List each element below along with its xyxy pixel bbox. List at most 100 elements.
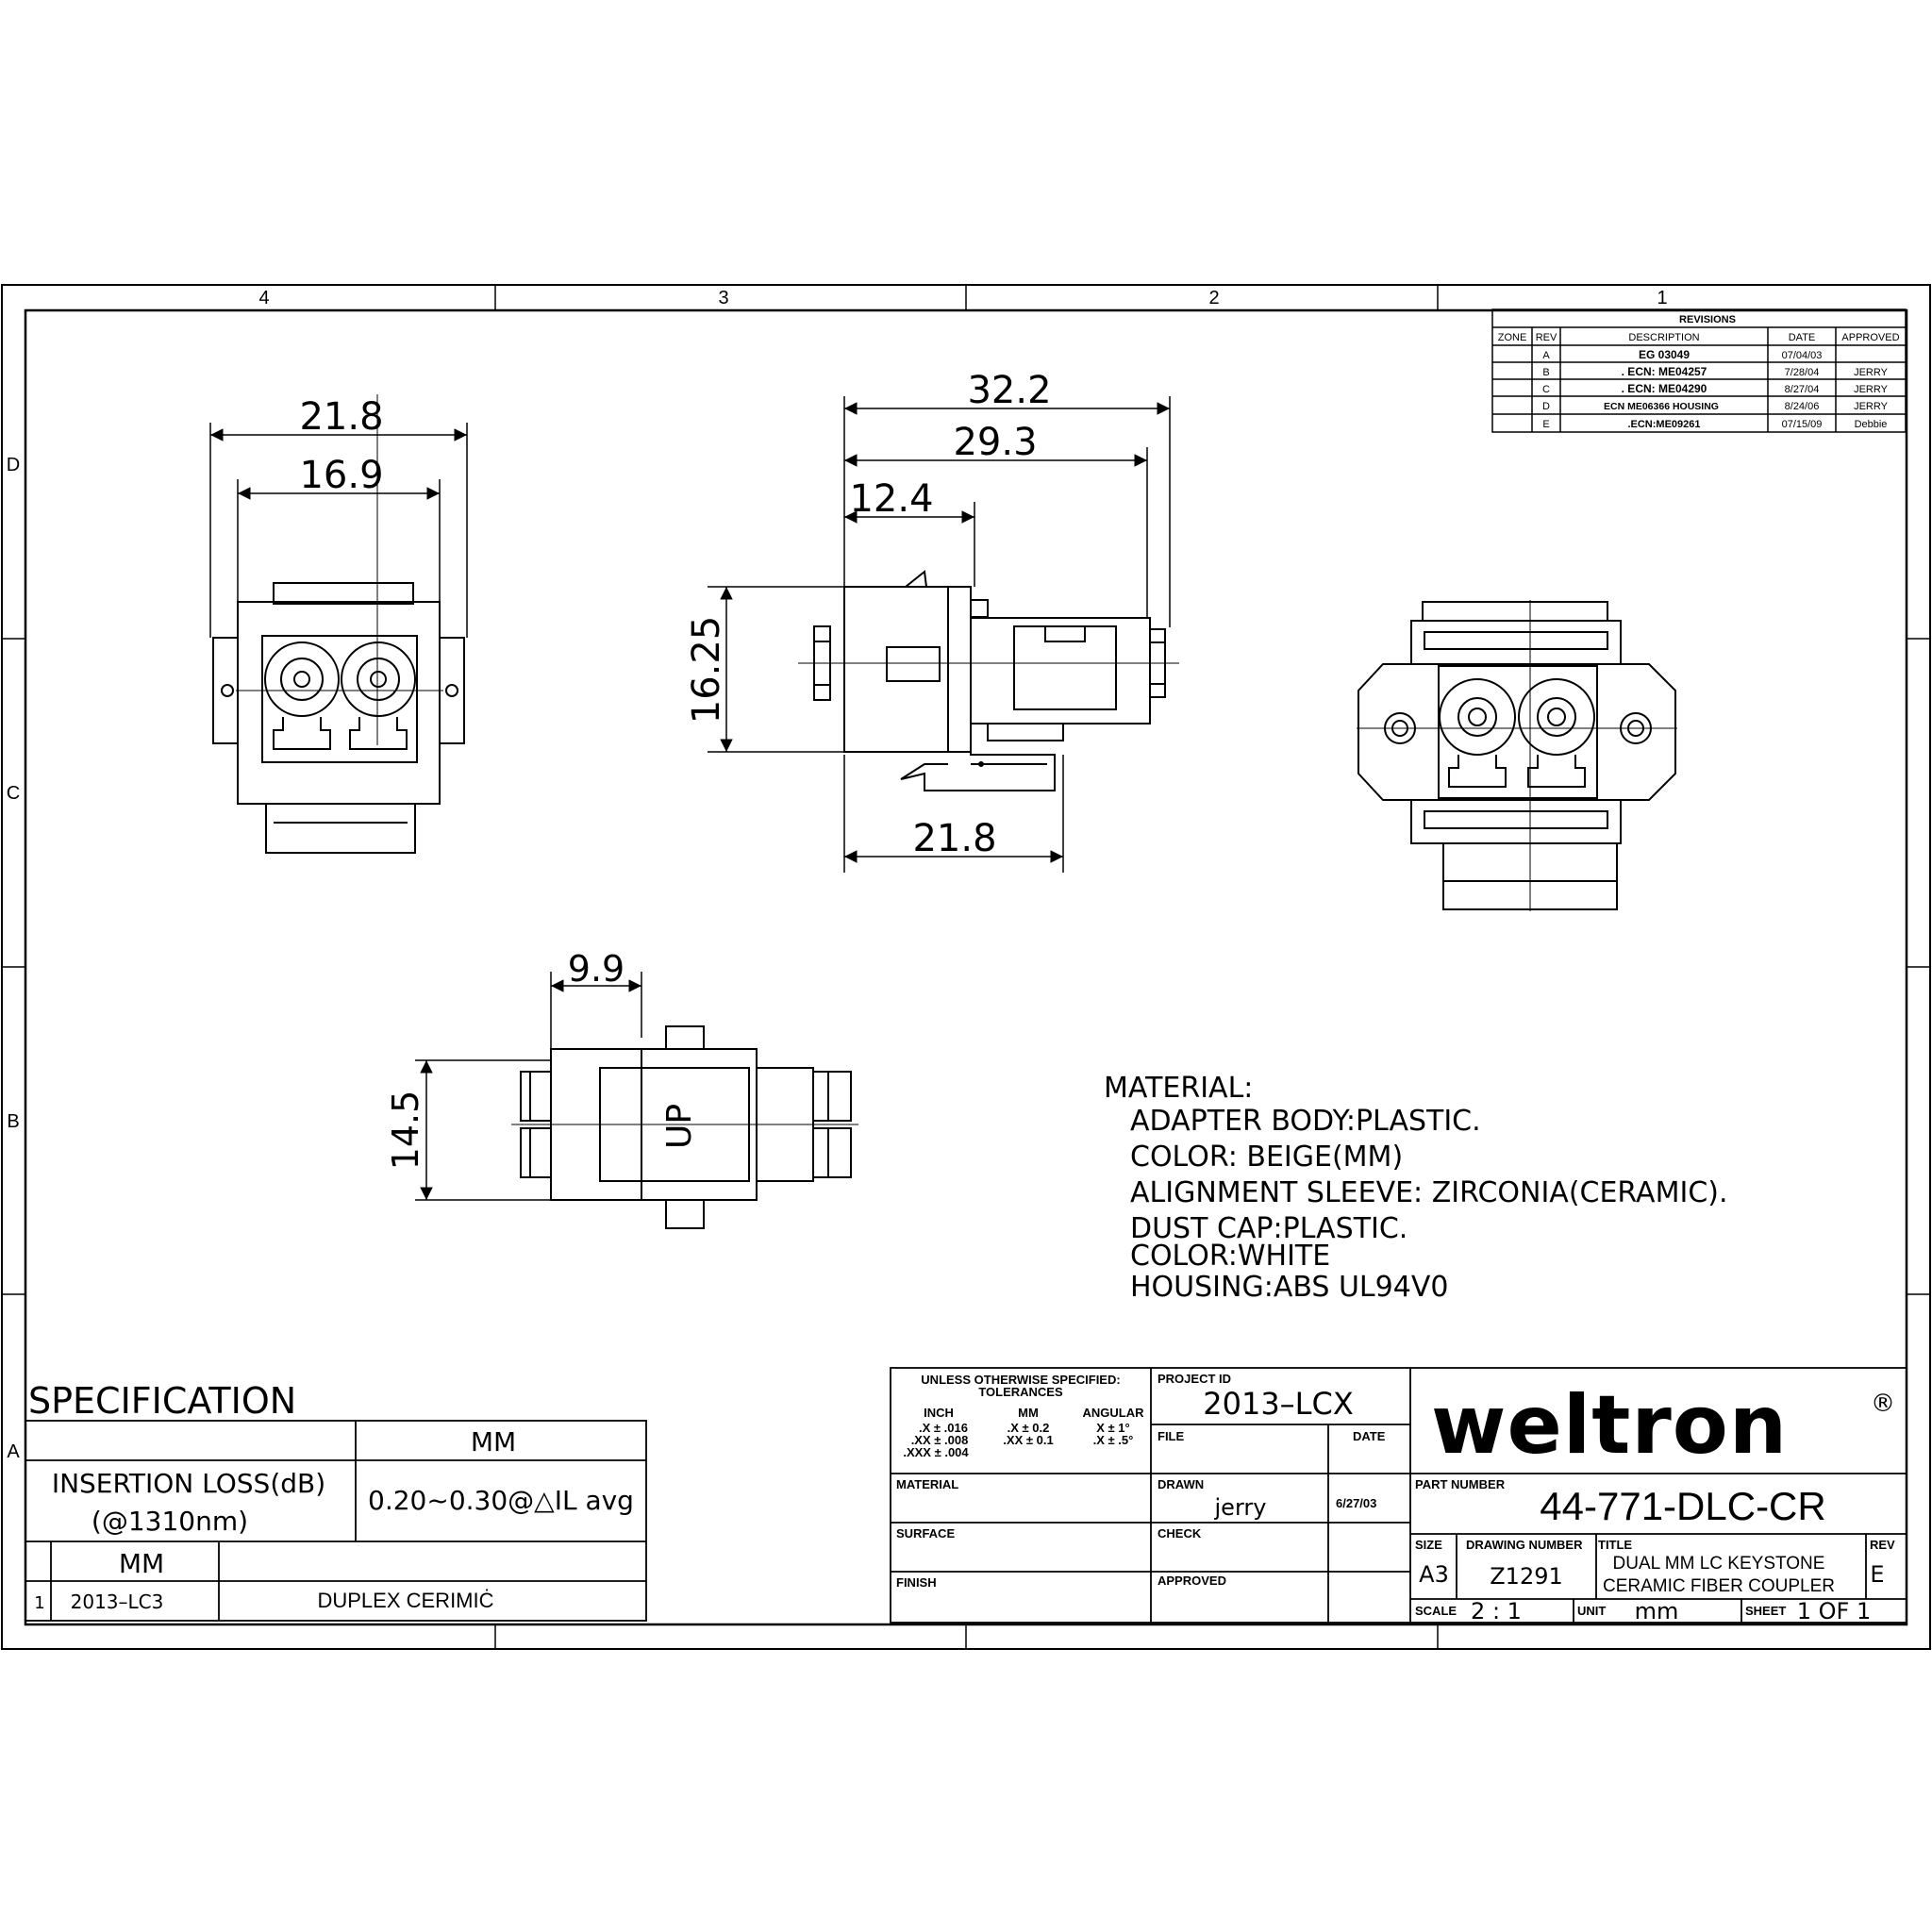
front-view-dimensions (209, 394, 468, 641)
rev-row-description: ECN ME06366 HOUSING (1604, 401, 1719, 412)
side-view (798, 570, 1179, 791)
spec-title: SPECIFICATION (28, 1380, 296, 1422)
zone-label-top-1: 1 (1657, 288, 1667, 308)
side-view-dimensions (708, 396, 1171, 873)
project-id: 2013–LCX (1203, 1386, 1354, 1422)
rev-row-date: 07/04/03 (1782, 350, 1823, 361)
tolerance-inch-value: .XXX ± .004 (903, 1445, 969, 1459)
title-line: DUAL MM LC KEYSTONE (1613, 1554, 1825, 1574)
rev-header-zone: ZONE (1498, 332, 1527, 343)
dim-top-height: 14.5 (385, 1091, 426, 1171)
drawn-by: jerry (1214, 1494, 1267, 1521)
rev-row-approved: JERRY (1854, 367, 1889, 378)
rev-header-description: DESCRIPTION (1628, 332, 1699, 343)
zone-label-top-2: 2 (1208, 288, 1219, 308)
revisions-table: REVISIONS ZONE REV DESCRIPTION DATE APPR… (1491, 308, 1907, 433)
size-label: SIZE (1415, 1538, 1442, 1552)
unit-value: mm (1635, 1598, 1679, 1624)
part-number: 44-771-DLC-CR (1540, 1484, 1825, 1528)
rev-row-rev: B (1542, 367, 1549, 378)
parts-header: MM (119, 1548, 164, 1579)
surface-label: SURFACE (896, 1526, 955, 1541)
rev-row-date: 07/15/09 (1782, 419, 1823, 430)
material-line: HOUSING:ABS UL94V0 (1130, 1271, 1448, 1304)
zone-label-side-d: D (7, 455, 20, 475)
drawn-date: 6/27/03 (1336, 1496, 1376, 1510)
rev-label: REV (1870, 1538, 1895, 1552)
title-line: CERAMIC FIBER COUPLER (1603, 1576, 1835, 1596)
tolerance-angular-label: ANGULAR (1083, 1406, 1145, 1420)
rev-value: E (1870, 1561, 1884, 1588)
front-view (212, 582, 465, 854)
tolerance-mm-value: .XX ± 0.1 (1003, 1433, 1053, 1447)
dim-front-outer-width: 21.8 (299, 395, 383, 439)
material-heading: MATERIAL: (1104, 1072, 1253, 1105)
dim-side-length-3: 12.4 (849, 477, 933, 521)
specification-table: SPECIFICATION MM INSERTION LOSS(dB) (@13… (25, 1380, 647, 1622)
title-label: TITLE (1598, 1538, 1632, 1552)
rev-row-description: EG 03049 (1639, 348, 1690, 361)
drawing-number: Z1291 (1490, 1563, 1563, 1590)
zone-label-side-b: B (7, 1111, 19, 1132)
scale-value: 2 : 1 (1471, 1598, 1522, 1624)
size-value: A3 (1419, 1561, 1449, 1588)
rev-row-rev: E (1542, 419, 1549, 430)
rev-row-description: . ECN: ME04257 (1622, 365, 1707, 378)
tolerance-heading: UNLESS OTHERWISE SPECIFIED: (921, 1373, 1120, 1387)
project-id-label: PROJECT ID (1158, 1372, 1231, 1386)
dim-side-length-2: 29.3 (953, 421, 1037, 464)
zone-label-top-4: 4 (258, 288, 269, 308)
registered-mark: ® (1871, 1390, 1895, 1418)
approved-label: APPROVED (1158, 1574, 1226, 1588)
spec-row-label: INSERTION LOSS(dB) (52, 1468, 325, 1499)
file-label: FILE (1158, 1429, 1184, 1443)
date-label: DATE (1353, 1429, 1386, 1443)
dim-front-inner-width: 16.9 (299, 454, 383, 497)
finish-label: FINISH (896, 1575, 937, 1590)
part-number-label: PART NUMBER (1415, 1477, 1506, 1491)
up-mark: UP (660, 1104, 699, 1149)
dim-side-total-length: 32.2 (967, 369, 1051, 412)
rev-row-rev: A (1542, 350, 1550, 361)
rev-row-description: . ECN: ME04290 (1622, 382, 1707, 395)
rear-view (1357, 600, 1677, 911)
zone-label-side-a: A (7, 1441, 20, 1462)
zone-label-side-c: C (7, 783, 20, 804)
top-view (511, 1025, 858, 1229)
title-block: UNLESS OTHERWISE SPECIFIED: TOLERANCES I… (890, 1367, 1907, 1624)
check-label: CHECK (1158, 1526, 1202, 1541)
drawing-frame (1, 284, 1931, 1650)
tolerance-inch-label: INCH (924, 1406, 954, 1420)
tolerance-inch-value: .X ± .016 (919, 1421, 968, 1435)
sheet-value: 1 OF 1 (1797, 1598, 1872, 1624)
rev-row-date: 8/24/06 (1785, 401, 1820, 412)
rev-row-approved: Debbie (1855, 419, 1888, 430)
material-line: COLOR:WHITE (1130, 1240, 1330, 1273)
rev-header-date: DATE (1789, 332, 1816, 343)
drawn-label: DRAWN (1158, 1477, 1204, 1491)
scale-label: SCALE (1415, 1604, 1457, 1618)
sheet-label: SHEET (1745, 1604, 1786, 1618)
material-line: COLOR: BEIGE(MM) (1130, 1141, 1403, 1174)
part-item-number: 1 (34, 1593, 44, 1613)
tolerance-mm-label: MM (1018, 1406, 1039, 1420)
material-notes: MATERIAL: ADAPTER BODY:PLASTIC. COLOR: B… (1104, 1072, 1728, 1304)
rev-header-approved: APPROVED (1841, 332, 1899, 343)
rev-row-approved: JERRY (1854, 401, 1889, 412)
company-logo: weltron (1431, 1378, 1788, 1473)
top-view-dimensions (415, 972, 642, 1201)
spec-row-value: 0.20~0.30@△IL avg (368, 1485, 634, 1516)
spec-column-header: MM (471, 1426, 516, 1457)
rev-row-description: .ECN:ME09261 (1627, 419, 1700, 430)
material-line: DUST CAP:PLASTIC. (1130, 1212, 1407, 1245)
tolerance-mm-value: .X ± 0.2 (1008, 1421, 1050, 1435)
zone-label-top-3: 3 (718, 288, 728, 308)
spec-row-label-sub: (@1310nm) (92, 1506, 248, 1537)
rev-row-date: 7/28/04 (1785, 367, 1820, 378)
rev-header-rev: REV (1536, 332, 1557, 343)
material-line: ALIGNMENT SLEEVE: ZIRCONIA(CERAMIC). (1130, 1176, 1728, 1209)
revisions-title: REVISIONS (1679, 314, 1736, 325)
material-label: MATERIAL (896, 1477, 958, 1491)
drawing-number-label: DRAWING NUMBER (1466, 1538, 1583, 1552)
